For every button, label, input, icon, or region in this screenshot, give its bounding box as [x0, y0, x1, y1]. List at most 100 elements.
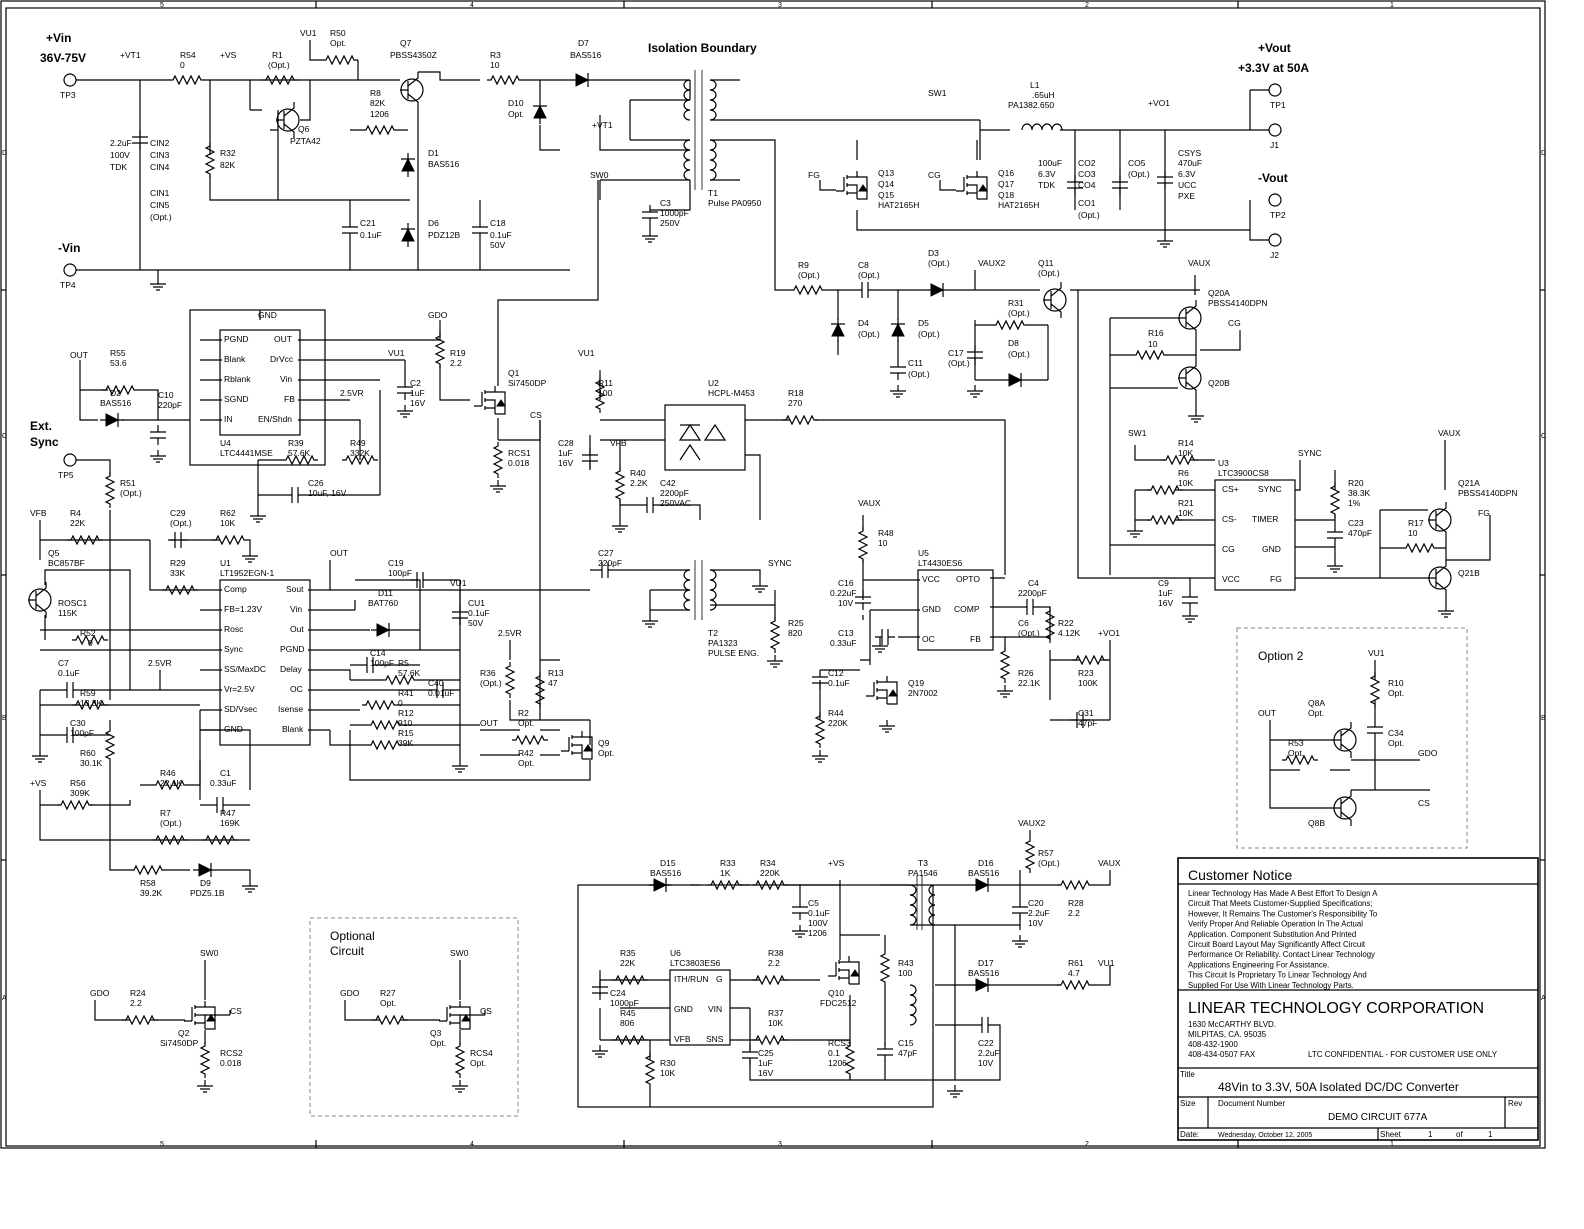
optional-circuit-label: Circuit — [330, 944, 365, 958]
component-label: Opt. — [380, 998, 396, 1008]
component-label: 10 — [490, 60, 500, 70]
component-label: C16 — [838, 578, 854, 588]
component-label: GND — [1262, 544, 1281, 554]
component-label: 10uF, 16V — [308, 488, 347, 498]
component-label: D17 — [978, 958, 994, 968]
component-label: TP1 — [1270, 100, 1286, 110]
component-label: Q3 — [430, 1028, 442, 1038]
component-label: U6 — [670, 948, 681, 958]
component-label: 820 — [788, 628, 802, 638]
component-label: T2 — [708, 628, 718, 638]
customer-notice-line: Verify Proper And Reliable Operation In … — [1188, 920, 1363, 929]
zone-marker: A — [1541, 995, 1546, 1002]
component-label: COMP — [954, 604, 980, 614]
component-label: R57 — [1038, 848, 1054, 858]
component-label: 270 — [788, 398, 802, 408]
component-label: R25 — [788, 618, 804, 628]
component-label: VAUX — [1188, 258, 1211, 268]
component-label: VAUX — [858, 498, 881, 508]
component-label: (Opt.) — [1008, 308, 1030, 318]
component-label: Q8A — [1308, 698, 1325, 708]
component-label: R3 — [490, 50, 501, 60]
component-label: C14 — [370, 648, 386, 658]
component-label: Q14 — [878, 179, 894, 189]
component-label: Q8B — [1308, 818, 1325, 828]
component-label: UCC — [1178, 180, 1196, 190]
component-label: Opt. — [430, 1038, 446, 1048]
component-label: 1206 — [808, 928, 827, 938]
zone-marker: 1 — [1390, 2, 1394, 9]
component-label: GND — [922, 604, 941, 614]
component-label: PDZ12B — [428, 230, 460, 240]
component-label: C4 — [1028, 578, 1039, 588]
component-label: 6.3V — [1178, 169, 1196, 179]
component-label: U5 — [918, 548, 929, 558]
component-label: Opt. — [518, 758, 534, 768]
component-label: (Opt.) — [908, 369, 930, 379]
sheet-of-label: of — [1456, 1130, 1463, 1139]
component-label: Q9 — [598, 738, 610, 748]
component-label: R59 — [80, 688, 96, 698]
component-label: 16V — [758, 1068, 773, 1078]
component-label: 0.018 — [220, 1058, 242, 1068]
component-label: VAUX2 — [978, 258, 1006, 268]
component-label: OUT — [330, 548, 348, 558]
component-label: CO3 — [1078, 169, 1096, 179]
component-label: 0.018 — [508, 458, 530, 468]
sheet-number: 1 — [1428, 1130, 1433, 1139]
component-label: 2N7002 — [908, 688, 938, 698]
component-label: 2.2 — [450, 358, 462, 368]
title-field-label: Title — [1180, 1070, 1195, 1079]
drawing-date: Wednesday, October 12, 2005 — [1218, 1132, 1312, 1139]
component-label: BAS516 — [650, 868, 681, 878]
component-label: R54 — [180, 50, 196, 60]
component-label: 39K — [398, 738, 413, 748]
component-label: CO1 — [1078, 198, 1096, 208]
component-label: CS — [480, 1006, 492, 1016]
component-label: 100K — [1078, 678, 1098, 688]
component-label: OC — [922, 634, 935, 644]
zone-marker: 5 — [160, 2, 164, 9]
component-label: C42 — [660, 478, 676, 488]
component-label: CG — [928, 170, 941, 180]
component-label: C2 — [410, 378, 421, 388]
component-label: Q13 — [878, 168, 894, 178]
component-label: 22K — [70, 518, 85, 528]
component-label: (Opt.) — [160, 818, 182, 828]
component-label: (Opt.) — [1038, 268, 1060, 278]
component-label: RCS3 — [828, 1038, 851, 1048]
component-label: D6 — [428, 218, 439, 228]
component-label: CO5 — [1128, 158, 1146, 168]
component-label: R52 — [80, 628, 96, 638]
component-label: VU1 — [388, 348, 405, 358]
component-label: 1206 — [828, 1058, 847, 1068]
zone-marker: B — [1541, 715, 1546, 722]
component-label: 13.3K — [80, 698, 103, 708]
component-label: CIN1 — [150, 188, 170, 198]
zone-marker: 2 — [1085, 2, 1089, 9]
customer-notice-line: Applications Engineering For Assistance. — [1188, 960, 1329, 969]
component-label: 2.2 — [130, 998, 142, 1008]
component-label: 250VAC — [660, 498, 691, 508]
component-label: Sync — [224, 644, 244, 654]
component-label: 10K — [220, 518, 235, 528]
component-label: Q7 — [400, 38, 412, 48]
zone-marker: 1 — [1390, 1141, 1394, 1148]
component-label: 100uF — [1038, 158, 1062, 168]
component-label: PDZ5.1B — [190, 888, 225, 898]
sheet-field-label: Sheet — [1380, 1130, 1402, 1139]
component-label: EN/Shdn — [258, 414, 292, 424]
component-label: R22 — [1058, 618, 1074, 628]
component-label: Q20A — [1208, 288, 1230, 298]
component-label: Si7450DP — [508, 378, 547, 388]
component-label: R19 — [450, 348, 466, 358]
component-label: R47 — [220, 808, 236, 818]
zone-marker: 2 — [1085, 1141, 1089, 1148]
vout-spec-label: +3.3V at 50A — [1238, 61, 1309, 75]
component-label: R60 — [80, 748, 96, 758]
component-label: 2.5VR — [340, 388, 364, 398]
component-label: 38.3K — [1348, 488, 1371, 498]
component-label: Opt. — [598, 748, 614, 758]
company-address: MILPITAS, CA. 95035 — [1188, 1030, 1267, 1039]
component-label: 10K — [1178, 448, 1193, 458]
